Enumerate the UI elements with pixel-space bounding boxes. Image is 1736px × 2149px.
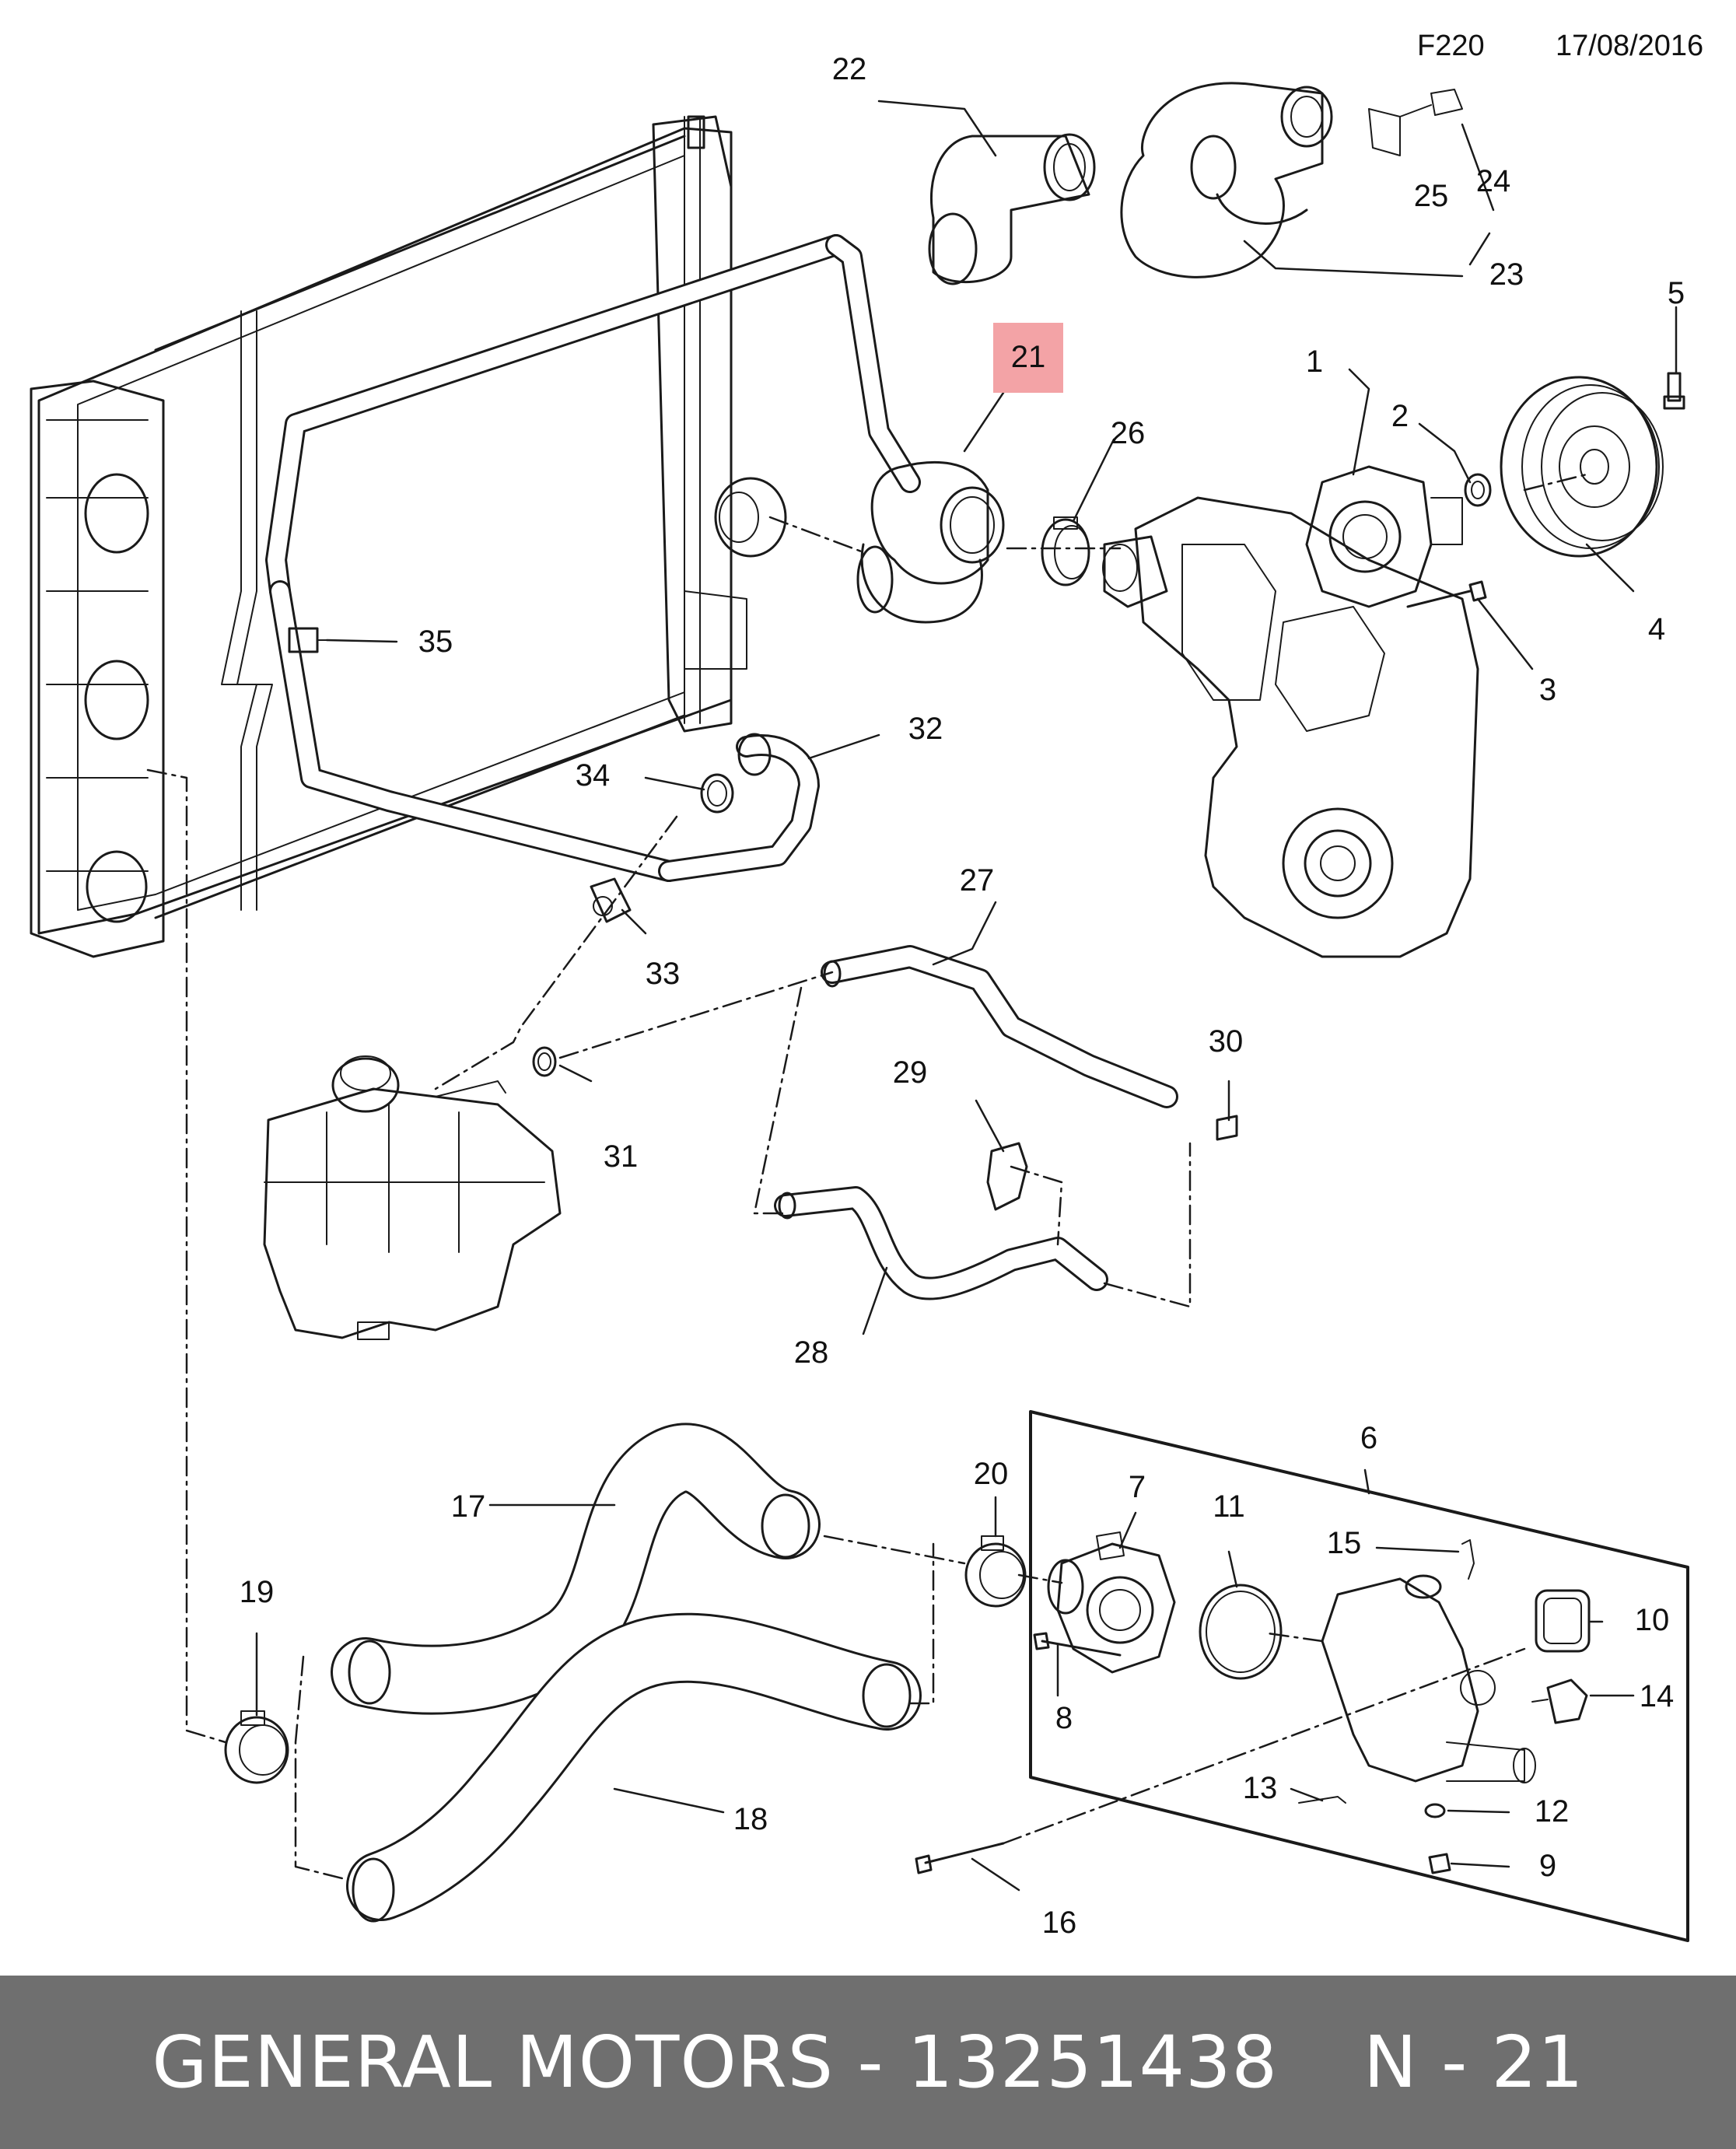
part-4-pulley [1500, 376, 1664, 558]
engine-front-cover [1102, 496, 1479, 958]
part-18-hose [346, 1612, 922, 1923]
footer-banner: GENERAL MOTORS - 13251438 N - 21 [0, 1976, 1736, 2149]
part-12-oring [1424, 1803, 1446, 1818]
part-34-clamp [700, 773, 734, 814]
leader-lines [255, 100, 1678, 1892]
part-5-bolt [1663, 372, 1685, 410]
callout-35: 35 [418, 625, 453, 659]
callout-23: 23 [1489, 257, 1524, 292]
callout-1: 1 [1306, 345, 1323, 379]
footer-part-number: 13251438 [907, 2021, 1279, 2104]
part-16-bolt [915, 1842, 1005, 1874]
callout-22: 22 [832, 52, 867, 86]
part-23-hose [1120, 82, 1463, 278]
callout-12: 12 [1535, 1794, 1570, 1829]
part-30-clip [1216, 1115, 1238, 1141]
expansion-tank [263, 1055, 562, 1340]
callout-5: 5 [1668, 276, 1685, 310]
parts-diagram: 1 2 3 4 5 6 7 8 9 10 11 12 13 14 15 16 1… [30, 52, 1689, 1942]
part-15-clip [1461, 1539, 1475, 1580]
callout-30: 30 [1209, 1024, 1244, 1059]
callout-11: 11 [1213, 1489, 1245, 1524]
callout-10: 10 [1635, 1603, 1670, 1637]
radiator [30, 115, 787, 958]
part-14-sensor [1531, 1678, 1588, 1724]
part-13-clip [1298, 1796, 1346, 1804]
part-3-bolt [1406, 580, 1487, 608]
callout-31: 31 [604, 1139, 639, 1174]
part-6-thermostat-kit-box [1029, 1410, 1689, 1942]
footer-brand: GENERAL MOTORS [152, 2021, 835, 2104]
callout-14: 14 [1640, 1679, 1675, 1713]
part-7-thermostat [1047, 1531, 1176, 1674]
callout-3: 3 [1539, 673, 1556, 707]
part-thermostat-housing [1321, 1574, 1536, 1783]
part-33-clip [590, 877, 632, 923]
callout-16: 16 [1042, 1906, 1077, 1940]
highlight-box-21 [993, 323, 1063, 393]
callout-29: 29 [893, 1055, 928, 1090]
part-2-seal [1464, 473, 1492, 507]
part-21-upper-hose [265, 234, 1005, 882]
part-29-clip [986, 1142, 1028, 1211]
part-22-hose [928, 133, 1096, 285]
part-11-gasket [1199, 1584, 1283, 1680]
callout-28: 28 [794, 1335, 829, 1370]
callout-15: 15 [1327, 1526, 1362, 1560]
footer-separator: - [834, 2021, 908, 2104]
callout-33: 33 [646, 957, 681, 991]
callout-4: 4 [1648, 612, 1665, 646]
part-10-gasket [1535, 1589, 1591, 1653]
callout-9: 9 [1539, 1849, 1556, 1883]
part-1-water-pump [1305, 465, 1463, 608]
part-26-clamp [1041, 516, 1090, 586]
part-32-hose [658, 733, 820, 882]
callout-21: 21 [1011, 340, 1046, 374]
assembly-lines [146, 473, 1588, 1880]
callout-32: 32 [908, 712, 943, 746]
diagram-code: F220 [1417, 30, 1485, 62]
callout-2: 2 [1391, 399, 1409, 433]
callout-25: 25 [1414, 179, 1449, 213]
callout-26: 26 [1111, 416, 1146, 450]
footer-ref-label: N - 21 [1363, 2021, 1584, 2104]
callout-17: 17 [451, 1489, 486, 1524]
part-28-hose [774, 1186, 1108, 1300]
part-31-clamp [532, 1046, 557, 1077]
callout-27: 27 [960, 863, 995, 898]
part-20-clamp [964, 1535, 1027, 1608]
callout-19: 19 [240, 1575, 275, 1609]
callout-13: 13 [1243, 1771, 1278, 1805]
callout-8: 8 [1055, 1701, 1073, 1735]
diagram-date: 17/08/2016 [1556, 30, 1704, 62]
part-27-hose [821, 945, 1178, 1108]
part-9-plug [1428, 1853, 1451, 1874]
callout-7: 7 [1129, 1470, 1146, 1504]
callout-34: 34 [576, 758, 611, 793]
callout-6: 6 [1360, 1421, 1377, 1455]
part-17-hose [331, 1423, 821, 1715]
callout-20: 20 [974, 1457, 1009, 1491]
part-8-bolt [1033, 1632, 1122, 1657]
callout-24: 24 [1476, 164, 1511, 198]
part-19-clamp [224, 1710, 289, 1784]
callout-18: 18 [733, 1802, 768, 1836]
